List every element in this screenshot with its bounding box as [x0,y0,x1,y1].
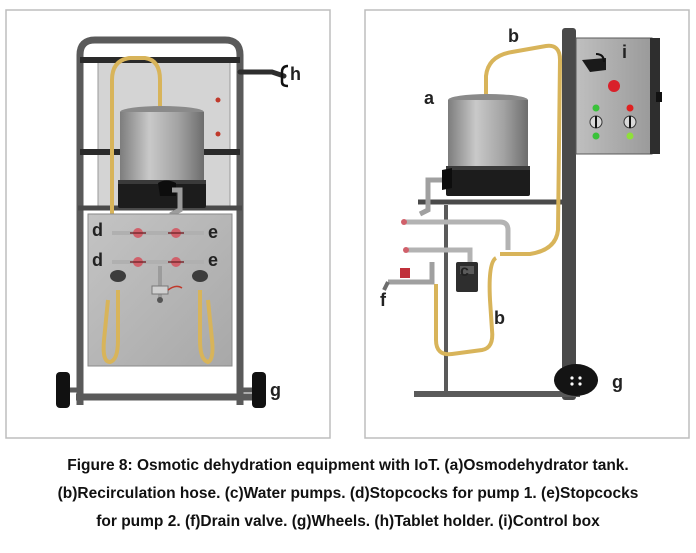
label-c: c [460,263,469,280]
label-g: g [270,380,281,400]
label-g: g [612,372,623,392]
tablet-holder-clip [280,64,289,88]
caption-line: (b)Recirculation hose. (c)Water pumps. (… [57,485,639,502]
control-box [575,37,662,155]
drain-spout [382,281,390,291]
water-pump [192,270,208,282]
right-view: a b i c f b g [380,26,662,400]
label-f: f [380,290,387,310]
label-b: b [508,26,519,46]
label-i: i [622,42,627,62]
pump-pipe [406,247,473,264]
led-red [626,104,634,112]
stopcock [401,219,407,225]
wheel [554,364,598,396]
indicator-dot [215,131,221,137]
wheel [56,372,70,408]
drain-valve [400,268,410,278]
support-column [562,28,576,400]
pump-pipe [404,219,511,250]
control-red-button [608,80,620,92]
recirculation-hose [198,290,215,365]
stopcock [403,247,409,253]
led-green [592,104,600,112]
figure-caption: Figure 8: Osmotic dehydration equipment … [0,452,696,536]
label-e: e [208,222,218,242]
recirculation-hose [101,290,120,365]
recirculation-hose [434,256,498,357]
stopcocks-pump-2-row [112,257,204,267]
label-e: e [208,250,218,270]
label-d: d [92,250,103,270]
drain-pipe [388,262,435,285]
caption-line: Figure 8: Osmotic dehydration equipment … [67,457,629,474]
recirculation-hose [110,56,162,215]
outlet-pipe [418,177,442,217]
left-view: h d e d e g [56,36,301,408]
stopcocks-pump-1-row [112,228,204,238]
water-pump [110,270,126,282]
label-d: d [92,220,103,240]
led-green [592,132,600,140]
label-b: b [494,308,505,328]
frame-rails [76,36,244,405]
led-green [626,132,634,140]
indicator-dot [215,97,221,103]
label-a: a [424,88,435,108]
wheel [252,372,266,408]
water-pump-side [456,262,478,292]
label-h: h [290,64,301,84]
drain-fitting [151,266,183,303]
osmodehydrator-tank-side [442,94,530,196]
caption-line: for pump 2. (f)Drain valve. (g)Wheels. (… [96,513,600,530]
recirculation-hose [484,43,563,256]
tablet-holder-arm [237,69,287,79]
osmodehydrator-tank [118,106,206,208]
